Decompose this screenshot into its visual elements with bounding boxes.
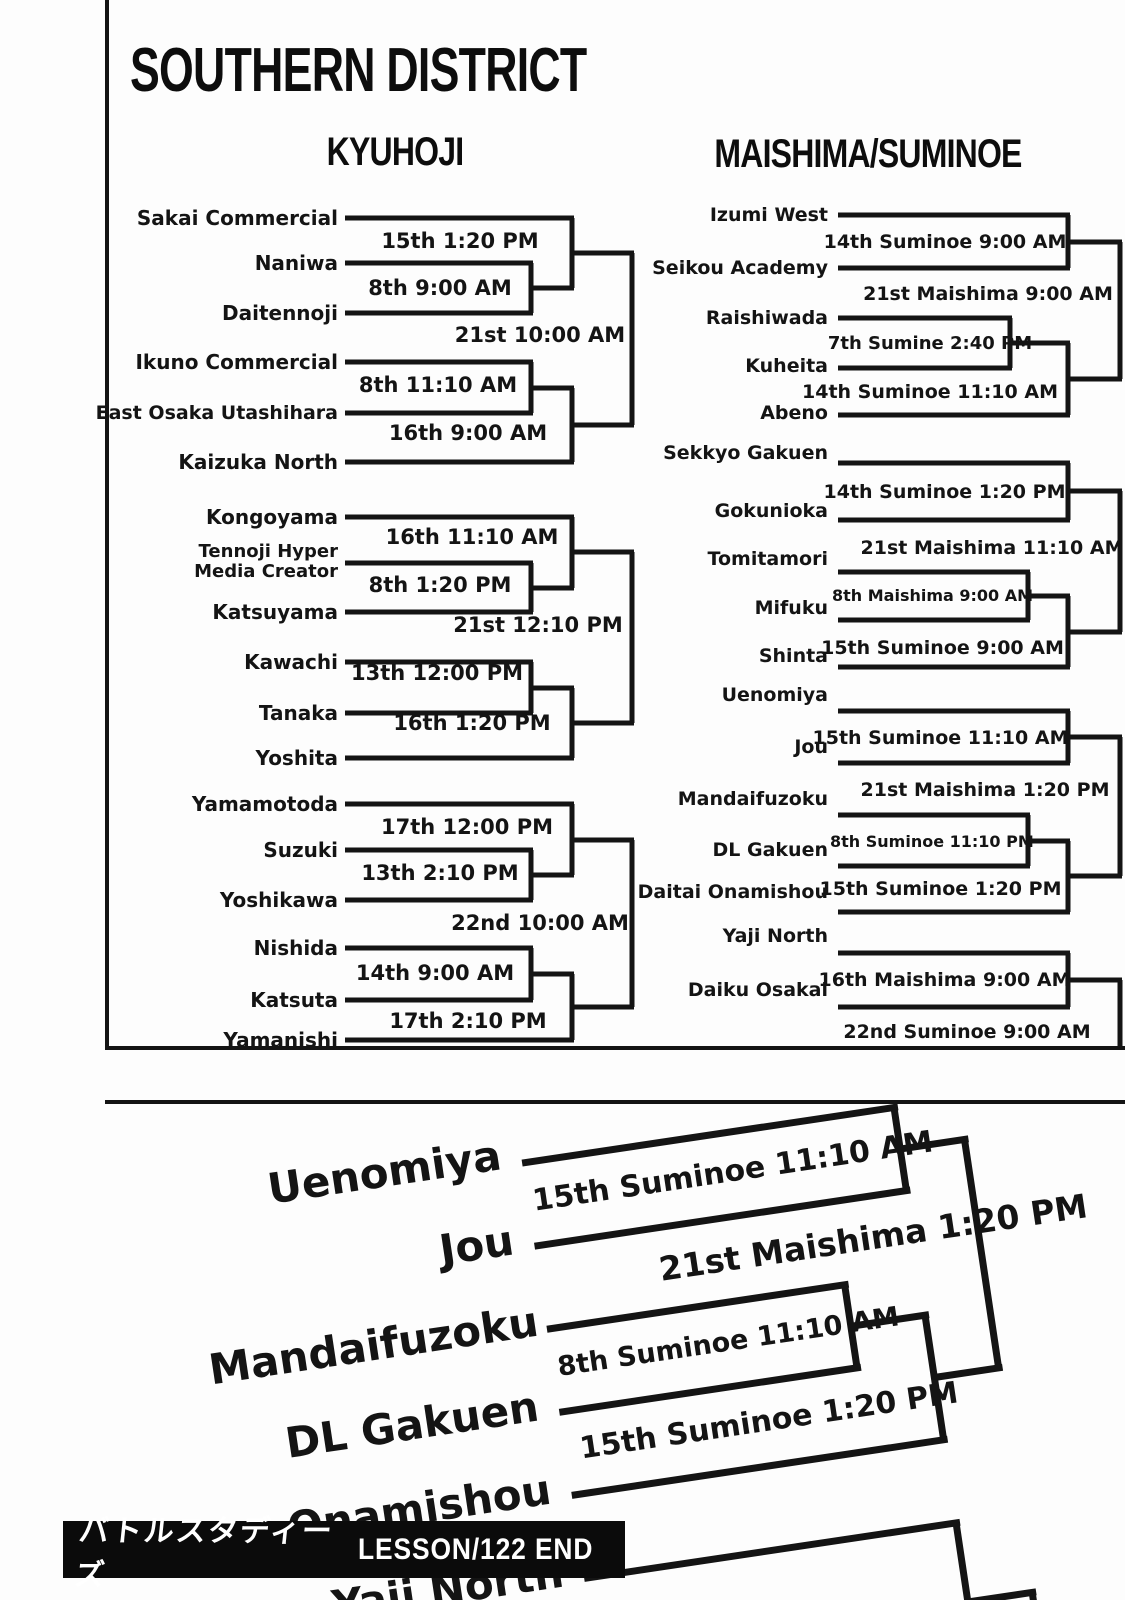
match-time-label: 8th 11:10 AM — [358, 373, 518, 397]
team-label: Kuheita — [745, 355, 828, 377]
bracket-title-maishima: MAISHIMA/SUMINOE — [714, 132, 1022, 176]
match-time-label: 16th 11:10 AM — [385, 525, 559, 549]
team-label: Daiku Osakai — [687, 979, 828, 1001]
team-label: Nishida — [253, 936, 338, 960]
team-label: Izumi West — [709, 204, 828, 226]
match-time-label: 7th Sumine 2:40 PM — [827, 333, 1033, 354]
team-label: Daitennoji — [221, 301, 338, 325]
match-time-label: 15th 1:20 PM — [381, 229, 539, 253]
team-label: Raishiwada — [705, 307, 828, 329]
match-time-label: 13th 12:00 PM — [351, 661, 523, 685]
match-time-label: 22nd Suminoe 9:00 AM — [843, 1021, 1091, 1043]
team-label: Seikou Academy — [652, 257, 828, 279]
team-label: Yamamotoda — [191, 792, 338, 816]
match-time-label: 8th Maishima 9:00 AM — [832, 586, 1034, 605]
match-time-label: 17th 2:10 PM — [389, 1009, 547, 1033]
team-label: Sakai Commercial — [136, 206, 338, 230]
team-label: Jou — [794, 736, 828, 758]
team-label: Ikuno Commercial — [135, 350, 338, 374]
team-label: Kawachi — [244, 650, 338, 674]
match-time-label: 8th Suminoe 11:10 PM — [830, 832, 1034, 851]
match-time-label: 14th 9:00 AM — [355, 961, 515, 985]
team-label: Uenomiya — [721, 684, 828, 706]
team-label: Kaizuka North — [178, 450, 338, 474]
series-badge: バトルスタディーズ LESSON/122 END — [63, 1514, 625, 1593]
team-label: Katsuyama — [212, 600, 338, 624]
series-title-jp: バトルスタディーズ — [72, 1513, 336, 1593]
team-label: Tomitamori — [707, 548, 828, 570]
team-label: Tennoji Hyper Media Creator — [194, 541, 338, 582]
match-time-label: 15th Suminoe 1:20 PM — [819, 878, 1062, 900]
match-time-label: 14th Suminoe 11:10 AM — [802, 381, 1058, 403]
bracket-lines — [345, 212, 1123, 1046]
rotated-bracket: Uenomiya Jou Mandaifuzoku DL Gakuen Onam… — [105, 1104, 1125, 1600]
match-time-label: 16th Maishima 9:00 AM — [818, 969, 1071, 991]
team-label: Kongoyama — [205, 505, 338, 529]
match-time-label: 15th Suminoe 11:10 AM — [812, 727, 1069, 749]
match-time-label: 21st Maishima 1:20 PM — [860, 779, 1110, 801]
match-time-label: 14th Suminoe 1:20 PM — [823, 481, 1066, 503]
team-label: Naniwa — [254, 251, 338, 275]
match-time-label: 14th Suminoe 9:00 AM — [823, 231, 1067, 253]
match-time-label: 15th Suminoe 9:00 AM — [821, 637, 1064, 659]
top-panel-bottom-border — [105, 1046, 1125, 1050]
team-label: Gokunioka — [714, 500, 828, 522]
team-label: Sekkyo Gakuen — [663, 442, 828, 464]
match-time-label: 22nd 10:00 AM — [451, 911, 629, 935]
team-label: Katsuta — [250, 988, 338, 1012]
team-label: DL Gakuen — [712, 839, 828, 861]
match-time-label: 17th 12:00 PM — [381, 815, 553, 839]
match-time-label: 13th 2:10 PM — [361, 861, 519, 885]
team-label: Suzuki — [263, 838, 338, 862]
team-label: Yamanishi — [223, 1028, 338, 1052]
bottom-panel-top-border — [105, 1100, 1125, 1104]
page-title: SOUTHERN DISTRICT — [130, 36, 587, 105]
match-time-label: 21st Maishima 11:10 AM — [860, 537, 1124, 559]
team-label: Shinta — [758, 645, 828, 667]
team-label: Mandaifuzoku — [677, 788, 828, 810]
zoom-bracket-lines — [521, 1104, 1060, 1600]
team-label: Tanaka — [258, 701, 338, 725]
match-time-label: 8th 1:20 PM — [368, 573, 512, 597]
match-time-label: 21st 12:10 PM — [453, 613, 623, 637]
bracket-title-kyuhoji: KYUHOJI — [326, 130, 464, 174]
match-time-label: 21st 10:00 AM — [454, 323, 626, 347]
match-time-label: 8th 9:00 AM — [368, 276, 512, 300]
match-time-label: 21st Maishima 9:00 AM — [863, 283, 1113, 305]
top-panel-left-border — [105, 0, 109, 1050]
match-time-label: 16th 9:00 AM — [388, 421, 548, 445]
team-label: Daitai Onamishou — [637, 881, 828, 903]
team-label: Yoshikawa — [219, 888, 338, 912]
team-label: Yoshita — [255, 746, 338, 770]
team-label: Abeno — [760, 402, 828, 424]
team-label: East Osaka Utashihara — [95, 402, 338, 424]
lesson-end-label: LESSON/122 END — [357, 1532, 593, 1566]
zoom-bracket-panel: Uenomiya Jou Mandaifuzoku DL Gakuen Onam… — [105, 1104, 1125, 1600]
team-label: Yaji North — [722, 925, 828, 947]
match-time-label: 16th 1:20 PM — [393, 711, 551, 735]
team-label: Mifuku — [754, 597, 828, 619]
